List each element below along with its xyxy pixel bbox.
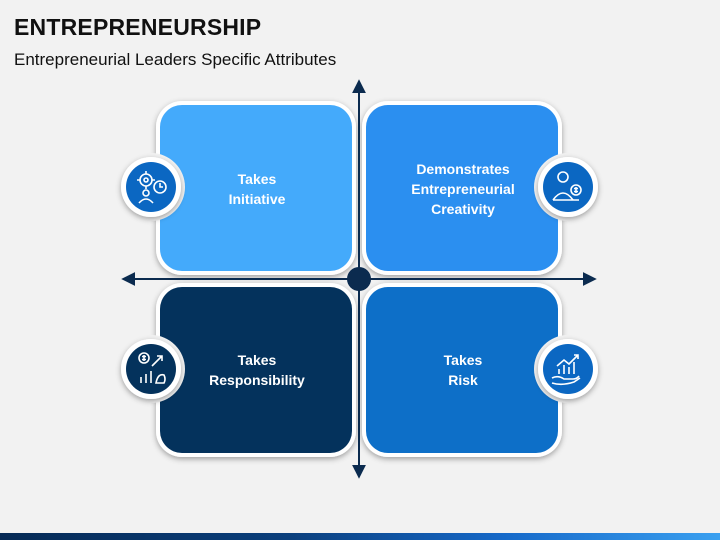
quadrant-top-right xyxy=(362,101,562,275)
quadrant-top-left-fill xyxy=(160,105,352,271)
axis-center-dot xyxy=(347,267,371,291)
quadrant-bottom-left-label: Takes Responsibility xyxy=(209,352,305,388)
quadrant-bottom-right-label: Takes Risk xyxy=(443,352,483,388)
footer-gradient-bar xyxy=(0,533,720,540)
hand-rising-chart-icon xyxy=(534,335,602,403)
businessman-idea-icon xyxy=(534,153,602,221)
page-subtitle: Entrepreneurial Leaders Specific Attribu… xyxy=(14,50,337,69)
quadrant-top-right-fill xyxy=(366,105,558,271)
quadrant-bottom-left-fill xyxy=(160,287,352,453)
dollar-growth-hand-icon xyxy=(117,335,185,403)
quadrant-bottom-right xyxy=(362,283,562,457)
quadrant-bottom-left xyxy=(156,283,356,457)
quadrant-top-left-label: Takes Initiative xyxy=(228,171,286,207)
page-title: ENTREPRENEURSHIP xyxy=(14,14,262,40)
quadrant-top-left xyxy=(156,101,356,275)
quadrant-top-right-label: Demonstrates Entrepreneurial Creativity xyxy=(411,161,515,217)
quadrant-bottom-right-fill xyxy=(366,287,558,453)
gear-clock-person-icon xyxy=(117,153,185,221)
